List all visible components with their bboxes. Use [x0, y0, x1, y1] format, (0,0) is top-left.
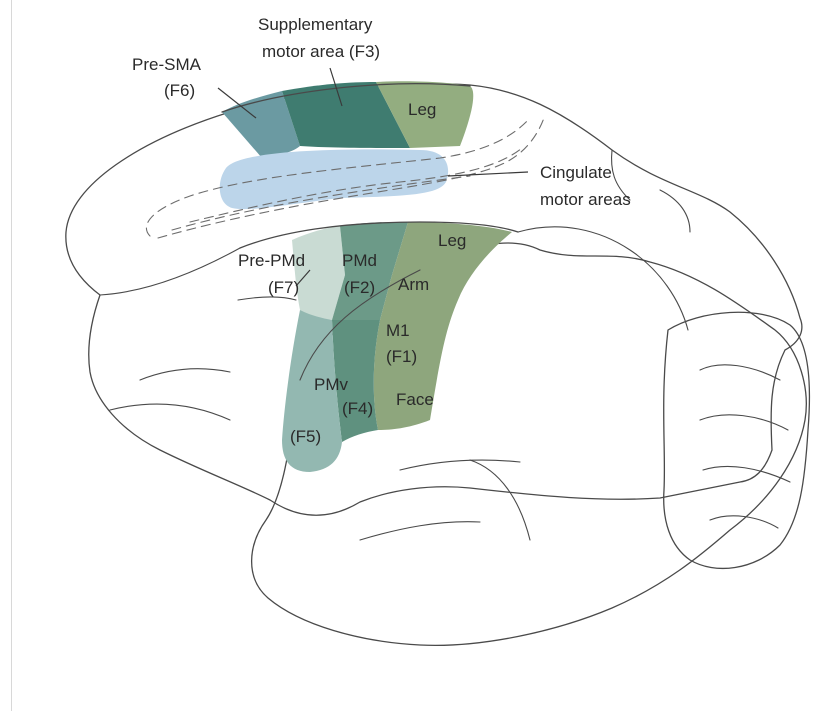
- sma-leg-label: Leg: [408, 100, 436, 119]
- gyral-fold: [660, 190, 690, 232]
- lateral-sulcus: [238, 297, 296, 300]
- pre-sma-sublabel: (F6): [164, 81, 195, 100]
- m1-leg-label: Leg: [438, 231, 466, 250]
- gyral-fold: [140, 369, 230, 380]
- pmv-sublabel: (F4): [342, 399, 373, 418]
- sma-sublabel: motor area (F3): [262, 42, 380, 61]
- gyral-fold: [400, 460, 520, 470]
- cerebellum-fold: [710, 516, 778, 528]
- gyral-fold: [110, 404, 230, 420]
- pre-pmd-sublabel: (F7): [268, 278, 299, 297]
- pmd-label: PMd: [342, 251, 377, 270]
- cingulate-motor-areas: [220, 149, 448, 209]
- pre-sma-label: Pre-SMA: [132, 55, 202, 74]
- pmd-sublabel: (F2): [344, 278, 375, 297]
- f5-label: (F5): [290, 427, 321, 446]
- pmv-label: PMv: [314, 375, 349, 394]
- sma-label: Supplementary: [258, 15, 373, 34]
- cingulate-sublabel: motor areas: [540, 190, 631, 209]
- pre-pmd-label: Pre-PMd: [238, 251, 305, 270]
- gyral-fold: [518, 227, 688, 330]
- cingulate-label: Cingulate: [540, 163, 612, 182]
- m1-arm-label: Arm: [398, 275, 429, 294]
- gyral-fold: [470, 460, 530, 540]
- m1-sublabel: (F1): [386, 347, 417, 366]
- gyral-fold: [100, 248, 240, 295]
- cerebellum: [664, 312, 810, 568]
- gyral-fold: [360, 522, 480, 540]
- cingulate-leader: [448, 172, 528, 176]
- m1-label: M1: [386, 321, 410, 340]
- cerebellum-fold: [700, 415, 788, 430]
- cerebellum-fold: [700, 365, 780, 380]
- m1-face-label: Face: [396, 390, 434, 409]
- cerebellum-fold: [703, 466, 790, 482]
